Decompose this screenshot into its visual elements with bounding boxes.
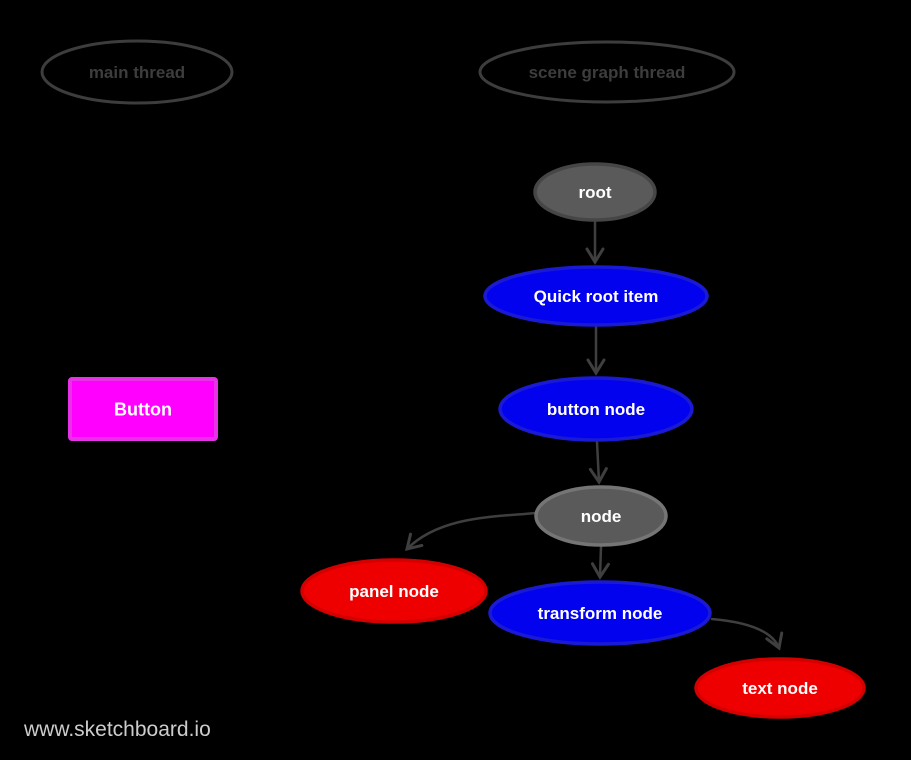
edge-transform-node-to-text-node[interactable] [710,617,784,651]
scene-graph-thread-ellipse[interactable] [478,40,736,104]
node-text-node-label: text node [742,679,818,698]
node-text-node-shape[interactable] [694,657,866,719]
node-button-node-label: button node [547,400,645,419]
node-text-node[interactable]: text node [694,657,866,719]
node-transform-node-label: transform node [538,604,663,623]
node-transform-node[interactable]: transform node [488,580,712,646]
node-quick-root-item[interactable]: Quick root item [483,265,709,327]
node-node-label: node [581,507,622,526]
scene-graph-thread-label: scene graph thread [529,63,686,82]
node-transform-node-shape[interactable] [488,580,712,646]
lane-header-scene-graph-thread[interactable]: scene graph thread [478,40,736,104]
node-button-node[interactable]: button node [498,376,694,442]
node-node-shape[interactable] [534,485,668,547]
node-root-shape[interactable] [533,162,657,222]
edge-node-to-panel-node[interactable] [404,511,538,552]
sketchboard-watermark: www.sketchboard.io [23,718,211,741]
node-panel-node-label: panel node [349,582,439,601]
button-rect[interactable] [68,377,218,441]
node-node[interactable]: node [534,485,668,547]
edge-node-to-transform-node[interactable] [590,545,610,580]
edge-button-node-to-node[interactable] [588,440,608,485]
button-shape-group[interactable]: Button [68,377,218,441]
button-label: Button [114,399,172,419]
node-quick-root-item-shape[interactable] [483,265,709,327]
node-panel-node[interactable]: panel node [300,558,488,624]
main-thread-label: main thread [89,63,185,82]
node-panel-node-shape[interactable] [300,558,488,624]
node-root[interactable]: root [533,162,657,222]
node-quick-root-item-label: Quick root item [534,287,659,306]
main-thread-ellipse[interactable] [40,39,234,105]
node-root-label: root [578,183,611,202]
lane-header-main-thread[interactable]: main thread [40,39,234,105]
node-button-node-shape[interactable] [498,376,694,442]
